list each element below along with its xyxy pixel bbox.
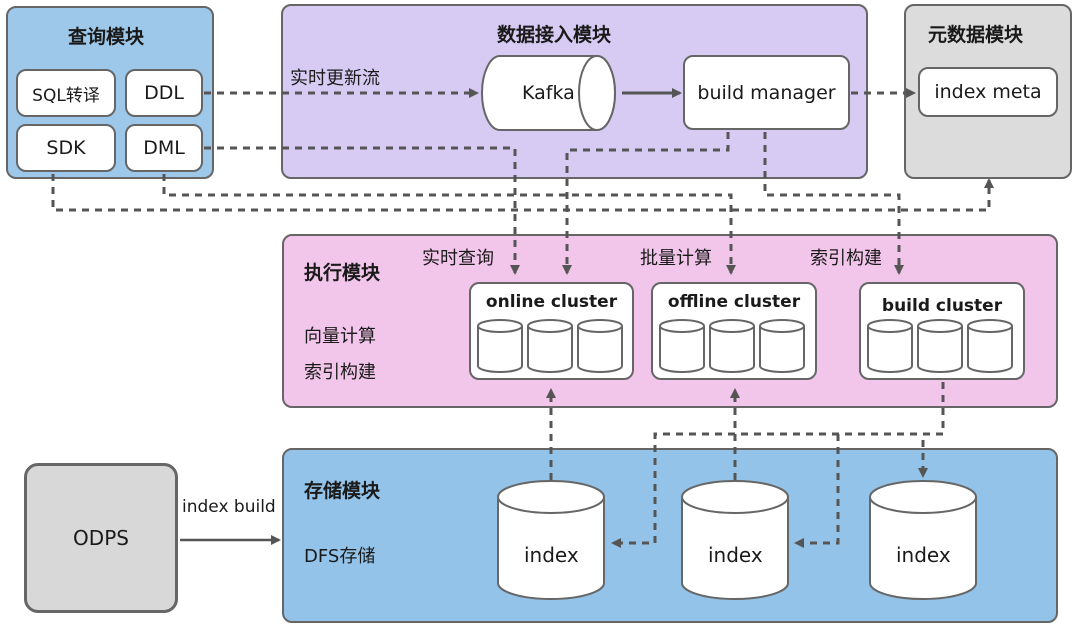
offline-cluster-db-icon (659, 319, 705, 373)
storage-cylinder-1 (497, 480, 605, 600)
build-cluster-db-icon (917, 319, 963, 373)
build-cluster-title: build cluster (881, 296, 1003, 316)
build-cluster-db-icon (867, 319, 913, 373)
online-cluster-db-icon (477, 319, 523, 373)
odps-arrow-label: index build (182, 497, 276, 517)
exec-sub-index: 索引构建 (304, 362, 376, 383)
online-cluster-db-icon (577, 319, 623, 373)
storage-module-title: 存储模块 (304, 480, 381, 502)
bm-to-build-wire (763, 132, 904, 275)
offline-cluster-title: offline cluster (667, 292, 801, 312)
ingest-module-title: 数据接入模块 (497, 24, 612, 46)
bm-to-online-wire (562, 132, 730, 275)
storage-cylinder-3 (869, 480, 977, 600)
query-module-title: 查询模块 (68, 26, 145, 48)
online-cluster-title: online cluster (485, 292, 618, 312)
sdk-box: SDK (16, 124, 116, 172)
build-to-index3-wire (918, 382, 945, 478)
offline-cluster-db-icon (759, 319, 805, 373)
dfs-storage-label: DFS存储 (304, 546, 376, 567)
index-meta-box: index meta (918, 67, 1058, 117)
batch-compute-label: 批量计算 (640, 248, 712, 269)
realtime-stream-label: 实时更新流 (290, 68, 380, 89)
ddl-box: DDL (125, 69, 203, 117)
online-cluster-db-icon (527, 319, 573, 373)
kafka-label: Kafka (522, 82, 575, 104)
storage-index-3-label: index (896, 543, 951, 567)
build-to-index2-wire (794, 434, 840, 548)
build-to-index1-wire (611, 432, 943, 548)
meta-module-title: 元数据模块 (928, 24, 1024, 46)
odps-label: ODPS (73, 526, 129, 550)
exec-sub-vector: 向量计算 (304, 326, 376, 347)
dml-box: DML (125, 124, 203, 172)
kafka-cylinder (481, 55, 616, 131)
storage-index-1-label: index (524, 543, 579, 567)
exec-module-title: 执行模块 (304, 262, 381, 284)
realtime-query-label: 实时查询 (422, 248, 494, 269)
index-build-label: 索引构建 (810, 248, 882, 269)
sql-translate-box: SQL转译 (16, 69, 116, 117)
sdk-to-meta-wire (51, 174, 994, 212)
build-cluster-db-icon (967, 319, 1013, 373)
dml-to-online-wire (204, 146, 520, 275)
storage-index-2-label: index (708, 543, 763, 567)
odps-box: ODPS (24, 463, 178, 613)
build-manager-box: build manager (683, 55, 850, 130)
dml-to-offline-wire (162, 174, 736, 275)
storage-cylinder-2 (681, 480, 789, 600)
offline-cluster-db-icon (709, 319, 755, 373)
